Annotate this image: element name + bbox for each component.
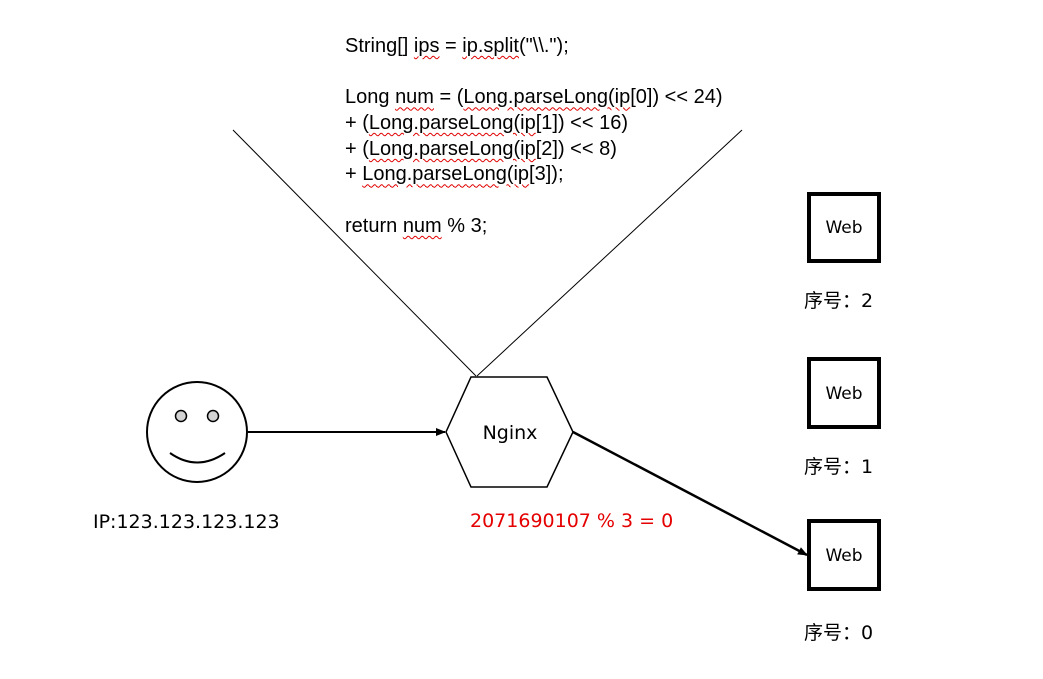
web-server-label: Web [825,384,862,404]
web-server-box [807,192,881,263]
callout-line-right [476,129,743,377]
right-eye [206,409,220,423]
code-token: [1]) << 16) [535,112,628,135]
hash-code-snippet: String[] ips = ip.split("\\."); Long num … [345,34,723,240]
code-token: return [345,214,403,237]
nginx-label: Nginx [483,422,538,444]
face-outline [146,381,248,483]
callout-line-left [232,129,477,377]
code-token: ("\\."); [519,35,569,57]
code-token: String[] [345,35,414,57]
code-blank-line [345,188,723,214]
nginx-hexagon [445,376,574,488]
server-index-label: 序号：0 [804,622,873,644]
code-line: Long num = (Long.parseLong(ip[0]) << 24) [345,85,723,111]
code-token: + ( [345,137,369,160]
spellcheck-flagged-token: Long.parseLong(ip [362,163,530,186]
code-token: [0]) << 24) [630,86,723,109]
server-index-label: 序号：1 [804,456,873,478]
spellcheck-flagged-token: Long.parseLong(ip [463,86,631,109]
code-line: + (Long.parseLong(ip[1]) << 16) [345,111,723,137]
code-token: % 3; [441,214,488,237]
web-server-0: Web [807,519,881,591]
web-server-2: Web [807,192,881,263]
spellcheck-flagged-token: ips [413,35,440,57]
web-server-label: Web [825,546,862,566]
code-line: String[] ips = ip.split("\\."); [345,34,723,60]
code-blank-line [345,60,723,86]
spellcheck-flagged-token: Long.parseLong(ip [368,137,536,160]
code-line: return num % 3; [345,214,723,240]
code-token: [3]); [529,163,564,186]
forward-arrow [572,430,808,557]
web-server-box [807,519,881,591]
hash-calculation: 2071690107 % 3 = 0 [470,510,673,532]
code-token: = [439,35,463,57]
code-token: Long [345,86,396,109]
web-server-1: Web [807,357,881,429]
web-server-label: Web [825,218,862,238]
code-token: = ( [433,86,464,109]
spellcheck-flagged-token: num [395,86,434,109]
smiley-face-icon [146,381,248,483]
web-server-box [807,357,881,429]
code-line: + (Long.parseLong(ip[2]) << 8) [345,137,723,163]
left-eye [174,409,188,423]
code-line: + Long.parseLong(ip[3]); [345,162,723,188]
spellcheck-flagged-token: ip.split [462,35,519,57]
code-token: [2]) << 8) [535,137,617,160]
smile [169,452,226,464]
spellcheck-flagged-token: num [402,214,442,237]
code-token: + [345,163,363,186]
spellcheck-flagged-token: Long.parseLong(ip [368,112,536,135]
client-ip-label: IP:123.123.123.123 [93,511,280,533]
code-token: + ( [345,112,369,135]
server-index-label: 序号：2 [804,290,873,312]
